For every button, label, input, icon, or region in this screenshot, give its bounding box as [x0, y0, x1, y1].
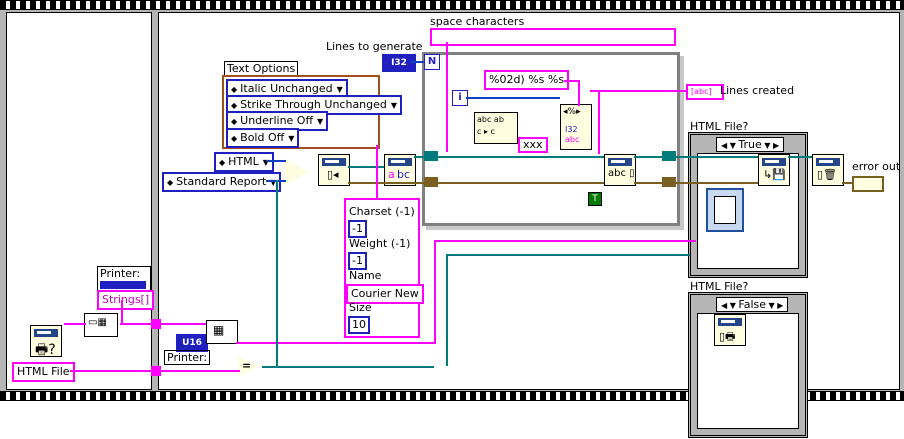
print-report-vi[interactable]: ▯🖶	[714, 314, 746, 346]
array-build-vi[interactable]: ▭▦	[84, 313, 118, 337]
case-false-label: False	[738, 298, 767, 311]
wire	[120, 323, 158, 325]
tunnel	[151, 319, 161, 329]
save-report-vi[interactable]: ↳💾	[758, 154, 790, 186]
text-options-label: Text Options	[224, 61, 299, 76]
strike-through-ring[interactable]: ◆Strike Through Unchanged▼	[226, 95, 403, 115]
report-style-ring[interactable]: ◆Standard Report▼	[162, 172, 282, 192]
wire	[121, 300, 123, 324]
bool-wire	[446, 254, 448, 366]
dispose-report-vi[interactable]: ▯🗑	[812, 154, 844, 186]
space-characters-label: space characters	[430, 15, 525, 28]
wire	[64, 323, 86, 325]
italic-ring[interactable]: ◆Italic Unchanged▼	[226, 79, 348, 99]
weight-value[interactable]: -1	[348, 252, 367, 270]
string-wire	[236, 342, 434, 344]
bold-ring[interactable]: ◆Bold Off▼	[226, 128, 300, 148]
file-path-constant[interactable]	[706, 188, 744, 232]
printer-label-bottom: Printer:	[164, 350, 211, 365]
select-node-icon	[284, 158, 308, 186]
report-type-label: HTML	[228, 155, 259, 168]
loop-count-terminal: N	[424, 54, 440, 70]
new-report-vi[interactable]: ▯◂	[318, 154, 350, 186]
charset-label: Charset (-1)	[349, 205, 415, 218]
lines-to-generate-label: Lines to generate	[326, 40, 423, 53]
equal-symbol: =	[242, 359, 252, 372]
error-wire	[842, 182, 852, 184]
case-structure-false: ◀ ▼ False ▼ ▶	[688, 292, 808, 438]
bool-true-label: T	[592, 194, 598, 204]
italic-ring-label: Italic Unchanged	[240, 82, 333, 95]
report-style-label: Standard Report	[176, 175, 267, 188]
iteration-wire	[466, 97, 560, 99]
tunnel	[151, 366, 161, 376]
lines-created-label: Lines created	[720, 84, 795, 97]
bool-wire	[262, 366, 434, 368]
string-wire	[434, 240, 696, 242]
strings-array: Strings[]	[97, 290, 155, 310]
format-wire	[578, 80, 580, 106]
error-wire	[348, 182, 604, 184]
xxx-string-constant[interactable]: xxx	[518, 137, 548, 153]
case-true-label: True	[738, 138, 762, 151]
u16-label: U16	[182, 338, 202, 348]
size-value[interactable]: 10	[348, 316, 370, 334]
document-icon	[714, 196, 736, 224]
space-wire	[446, 42, 448, 152]
wire	[70, 370, 158, 372]
index-array-vi[interactable]: ▦	[206, 320, 238, 344]
equal-node	[238, 356, 260, 376]
lines-wire	[590, 90, 686, 92]
weight-label: Weight (-1)	[349, 237, 411, 250]
loop-i-label: i	[458, 92, 462, 103]
case-selector-false[interactable]: ◀ ▼ False ▼ ▶	[716, 297, 789, 312]
bold-ring-label: Bold Off	[240, 131, 285, 144]
report-type-wire	[266, 160, 286, 162]
error-out-label: error out	[852, 160, 901, 173]
underline-ring-label: Underline Off	[240, 114, 314, 127]
refnum-wire	[348, 166, 384, 168]
html-file-q2-label: HTML File?	[690, 280, 749, 293]
refnum-wire	[414, 156, 604, 158]
film-strip-top	[0, 0, 904, 10]
error-wire	[634, 182, 758, 184]
bool-wire	[276, 180, 278, 366]
space-characters-constant[interactable]	[430, 28, 676, 46]
printer-bar	[100, 281, 146, 289]
loop-count-wire	[410, 61, 424, 63]
lines-wire	[598, 90, 600, 154]
format-into-string-vi[interactable]: ◂%▸ I32 abc	[560, 104, 592, 150]
refnum-wire	[634, 156, 758, 158]
lines-created-indicator: [abc]	[686, 84, 724, 100]
film-strip-bottom	[0, 391, 904, 401]
html-file-q1-label: HTML File?	[690, 120, 749, 133]
loop-n-label: N	[427, 56, 437, 67]
strike-through-ring-label: Strike Through Unchanged	[240, 98, 387, 111]
format-string-constant[interactable]: %02d) %s %s	[484, 70, 570, 90]
charset-value[interactable]: -1	[348, 220, 367, 238]
append-report-text-vi[interactable]: abc ▯	[604, 154, 636, 186]
sequence-frame-1	[6, 12, 152, 390]
string-wire	[160, 323, 206, 325]
font-name-value[interactable]: Courier New	[346, 284, 424, 304]
error-out-indicator	[852, 176, 884, 192]
name-label: Name	[349, 269, 382, 282]
font-wire	[376, 145, 378, 200]
string-wire	[160, 370, 240, 372]
html-file-constant[interactable]: HTML File	[12, 362, 75, 382]
printer-label-top: Printer:	[100, 267, 141, 280]
string-wire	[434, 240, 436, 344]
true-constant[interactable]: T	[588, 192, 602, 206]
refnum-wire	[788, 156, 812, 158]
bool-wire	[446, 254, 690, 256]
size-label: Size	[349, 301, 372, 314]
report-type-ring[interactable]: ◆HTML▼	[214, 152, 274, 172]
i32-label: I32	[391, 58, 407, 68]
case-selector-true[interactable]: ◀ ▼ True ▼ ▶	[716, 137, 785, 152]
lines-to-generate-control[interactable]: I32	[382, 54, 416, 72]
get-printer-info-vi[interactable]: 🖶?	[30, 325, 62, 358]
format-wire	[564, 80, 580, 82]
